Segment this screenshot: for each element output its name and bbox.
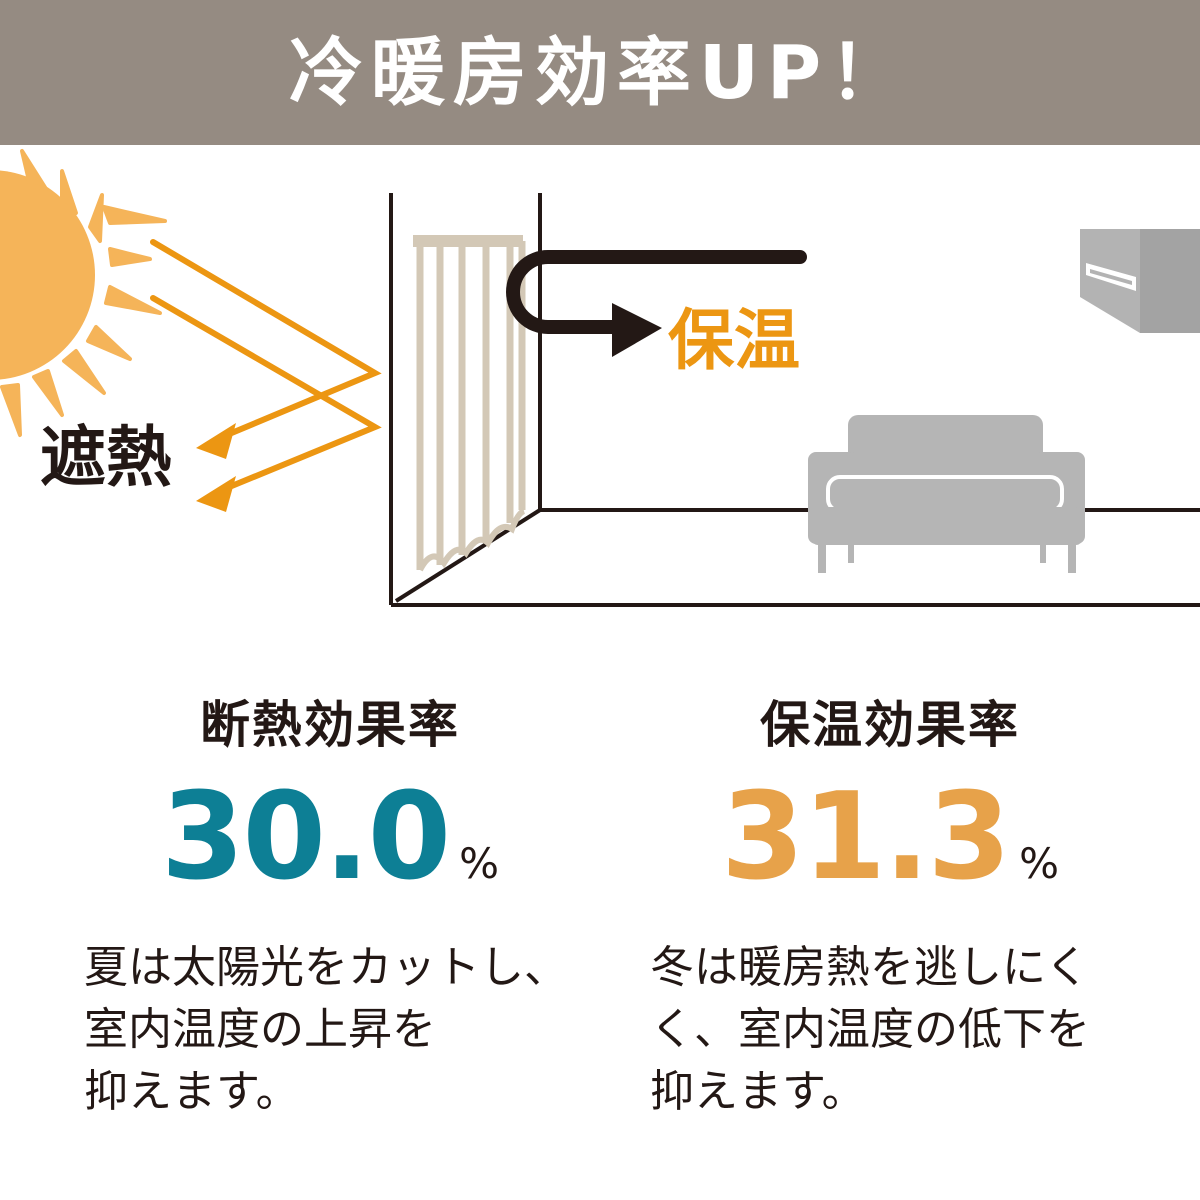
heat-retention-stat: 保温効果率 31.3% — [630, 700, 1150, 898]
header-banner: 冷暖房効率UP！ — [0, 0, 1200, 145]
room-illustration: 遮熱 保温 — [0, 145, 1200, 635]
air-conditioner-icon — [1080, 229, 1200, 333]
sun-icon — [0, 149, 167, 437]
description-line: 冬は暖房熱を逃しにく — [650, 942, 1090, 993]
stat-value-row: 30.0% — [70, 778, 590, 898]
description-line: 抑えます。 — [650, 1066, 866, 1117]
heat-shield-label: 遮熱 — [40, 419, 172, 496]
stat-title: 保温効果率 — [760, 696, 1020, 754]
summer-description: 夏は太陽光をカットし、 室内温度の上昇を 抑えます。 — [84, 937, 568, 1123]
stat-title: 断熱効果率 — [200, 696, 460, 754]
stat-value: 31.3 — [721, 768, 1011, 907]
description-line: く、室内温度の低下を — [650, 1004, 1090, 1055]
sofa-icon — [808, 415, 1085, 573]
stat-unit: % — [1019, 839, 1059, 888]
window-curtain-icon — [413, 235, 526, 572]
room-walls — [389, 193, 1200, 607]
stat-value-row: 31.3% — [630, 778, 1150, 898]
reflected-arrow-icon — [150, 239, 382, 493]
description-line: 夏は太陽光をカットし、 — [84, 942, 568, 993]
stat-value: 30.0 — [161, 768, 451, 907]
u-turn-arrow-icon — [506, 250, 807, 357]
winter-description: 冬は暖房熱を逃しにく く、室内温度の低下を 抑えます。 — [650, 937, 1090, 1123]
heat-retention-label: 保温 — [668, 302, 800, 379]
stat-unit: % — [459, 839, 499, 888]
page-title: 冷暖房効率UP！ — [288, 29, 912, 116]
description-line: 室内温度の上昇を — [84, 1004, 436, 1055]
insulation-stat: 断熱効果率 30.0% — [70, 700, 590, 898]
description-line: 抑えます。 — [84, 1066, 300, 1117]
room-scene — [0, 149, 1200, 607]
